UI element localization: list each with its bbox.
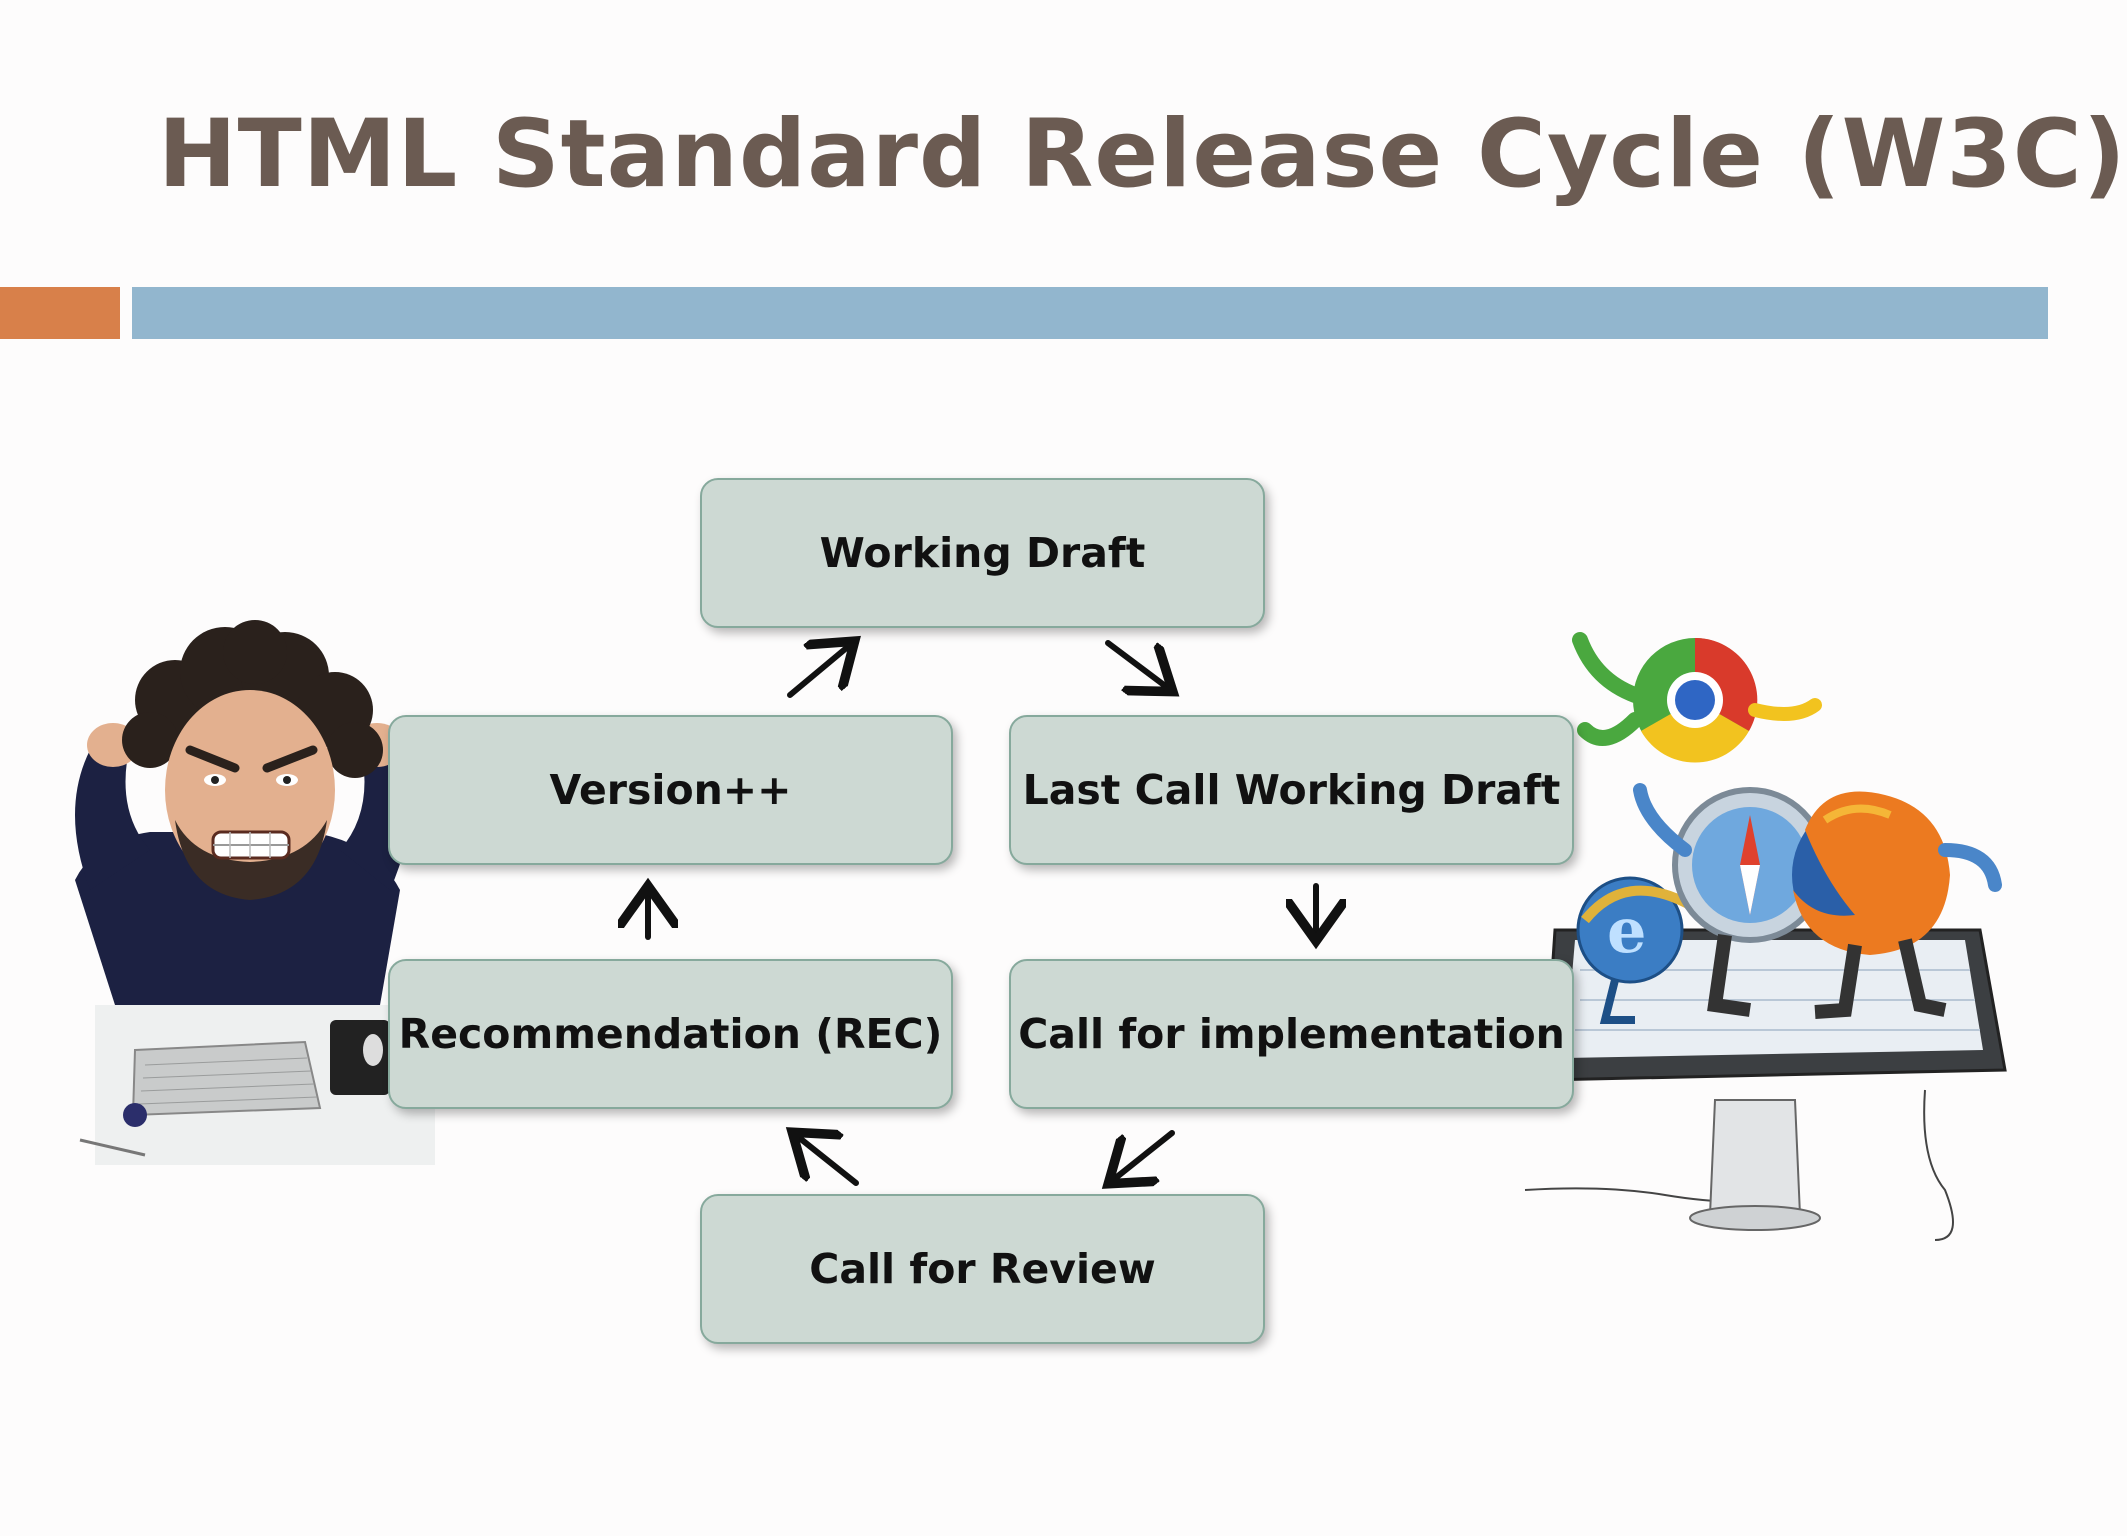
browser-mascots-illustration: e xyxy=(1524,632,2007,1241)
slide: HTML Standard Release Cycle (W3C) xyxy=(0,100,2126,1344)
node-label: Recommendation (REC) xyxy=(398,1010,943,1058)
slide-title: HTML Standard Release Cycle (W3C) xyxy=(158,100,2127,209)
node-label: Version++ xyxy=(549,766,792,814)
node-recommendation: Recommendation (REC) xyxy=(388,959,953,1109)
accent-bar-orange xyxy=(0,287,120,339)
node-last-call-working-draft: Last Call Working Draft xyxy=(1009,715,1574,865)
accent-bar-blue xyxy=(132,287,2048,339)
node-version-increment: Version++ xyxy=(388,715,953,865)
frustrated-developer-illustration xyxy=(75,620,435,1165)
node-label: Call for implementation xyxy=(1018,1010,1565,1058)
svg-text:e: e xyxy=(1607,894,1646,967)
arrow-call-review-to-recommendation xyxy=(797,1136,859,1186)
node-call-for-review: Call for Review xyxy=(700,1194,1265,1344)
arrow-working-draft-to-last-call xyxy=(1105,640,1168,688)
node-call-for-implementation: Call for implementation xyxy=(1009,959,1574,1109)
node-label: Last Call Working Draft xyxy=(1022,766,1561,814)
node-label: Call for Review xyxy=(809,1245,1156,1293)
node-working-draft: Working Draft xyxy=(700,478,1265,628)
node-label: Working Draft xyxy=(819,529,1146,577)
arrow-version-to-working-draft xyxy=(787,645,850,698)
arrow-call-impl-to-call-review xyxy=(1113,1130,1175,1180)
